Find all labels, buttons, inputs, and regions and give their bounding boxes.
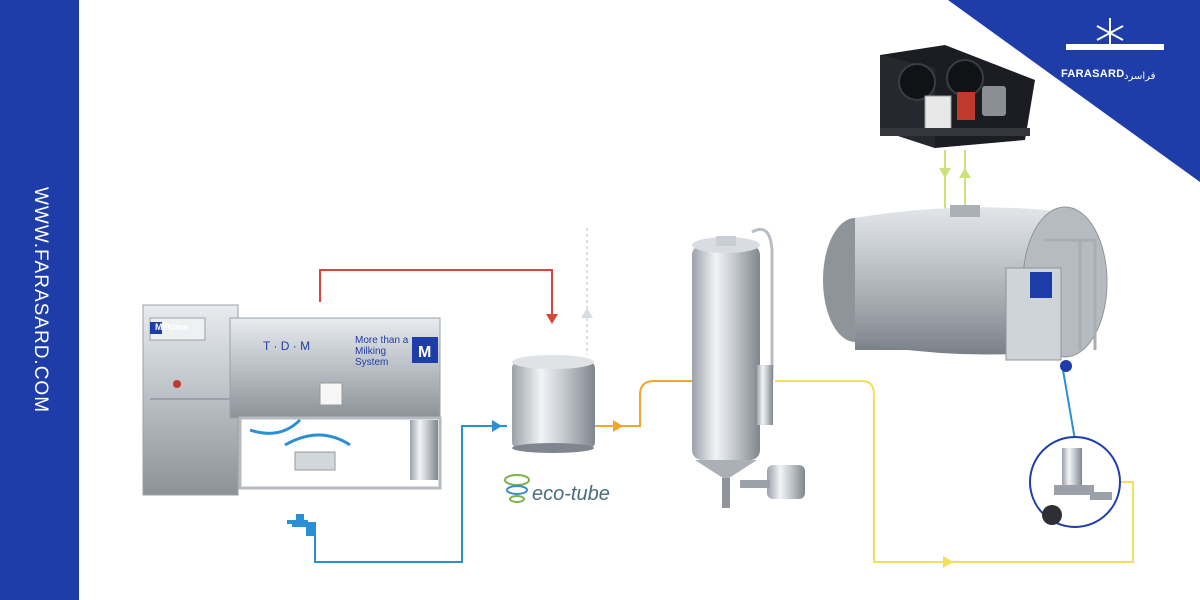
- slogan-line-3: System: [355, 357, 388, 368]
- flow-arrow-icon: [613, 420, 623, 432]
- brand-bar: [1066, 44, 1164, 50]
- water-tap-icon: [287, 514, 316, 536]
- brand-name[interactable]: FARASARD: [1061, 68, 1125, 80]
- hot-water-line: [319, 269, 553, 318]
- brand-name-fa: فراسرد: [1124, 71, 1156, 82]
- flow-arrow-icon: [959, 168, 971, 178]
- sidebar: WWW.FARASARD.COM: [0, 0, 79, 600]
- tdm-brand: T · D · M: [263, 339, 310, 353]
- flow-arrow-icon: [546, 314, 558, 324]
- cooled-milk-line: [775, 380, 1134, 563]
- drain-line: [1062, 369, 1076, 441]
- slogan-line-2: Milking: [355, 346, 386, 357]
- eco-tube-logo: [504, 474, 530, 503]
- flow-arrow-icon: [492, 420, 502, 432]
- outlet-valve: [1029, 436, 1121, 528]
- flow-arrow-icon: [581, 308, 593, 318]
- slogan-line-1: More than a: [355, 335, 409, 346]
- m-badge: M: [418, 344, 431, 361]
- condensing-unit: [880, 45, 1035, 148]
- pasteurizer-column: [692, 227, 805, 508]
- flow-arrow-icon: [943, 556, 953, 568]
- milkline-logo: Milkline: [155, 322, 188, 332]
- milk-transfer-line: [595, 380, 692, 427]
- refrigerant-lines: [944, 150, 966, 212]
- flow-arrow-icon: [939, 168, 951, 178]
- milk-cooling-tank: [823, 205, 1108, 372]
- snowflake-icon: [1096, 18, 1124, 48]
- eco-tube-label: eco-tube: [532, 483, 610, 505]
- eco-tube-vessel: [512, 355, 595, 453]
- water-supply-line: [314, 425, 507, 563]
- milking-unit: [142, 304, 442, 496]
